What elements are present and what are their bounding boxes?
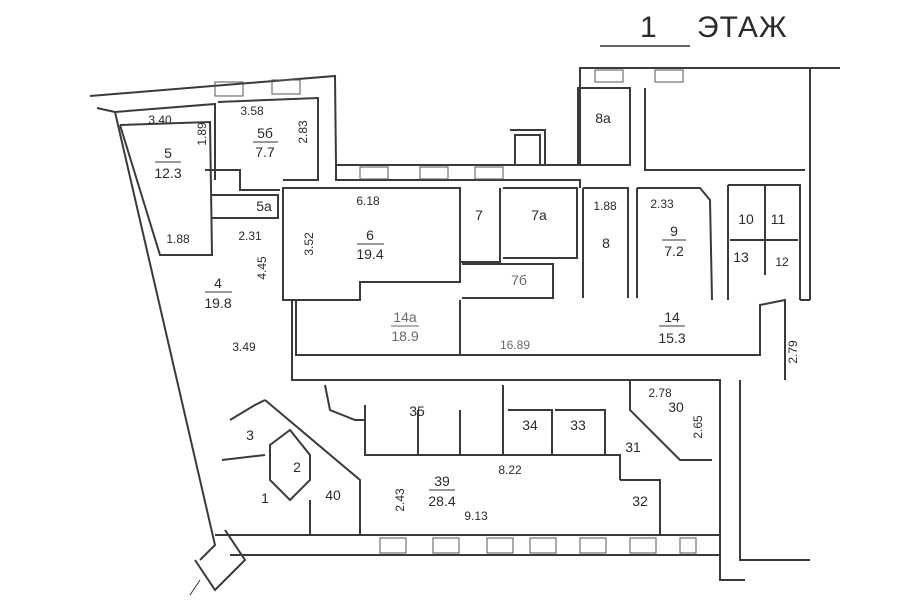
dimension-labels: 3.40 1.89 3.58 2.83 1.88 2.31 4.45 3.49 …	[148, 104, 800, 523]
room-id: 7а	[531, 207, 547, 223]
room-id: 10	[738, 211, 754, 227]
room-id: 33	[570, 417, 586, 433]
room-area: 19.4	[356, 246, 383, 262]
dimension: 4.45	[255, 256, 269, 280]
dimension: 2.78	[648, 386, 672, 400]
entrance-arrow-icon	[189, 579, 201, 596]
room-id: 31	[625, 439, 641, 455]
room-id: 5б	[257, 125, 273, 141]
room-area: 28.4	[428, 493, 455, 509]
room-id: 2	[293, 459, 301, 475]
room-id: 7	[475, 207, 483, 223]
room-id: 30	[668, 399, 684, 415]
dimension: 2.65	[691, 415, 705, 439]
floor-number: 1	[640, 11, 658, 44]
room-id: 13	[733, 249, 749, 265]
room-id: 6	[366, 227, 374, 243]
room-id: 7б	[511, 272, 527, 288]
floor-label: ЭТАЖ	[697, 11, 788, 44]
floor-title: 1 ЭТАЖ	[600, 11, 788, 47]
dimension: 16.89	[500, 338, 530, 352]
room-id: 34	[522, 417, 538, 433]
dimension: 1.88	[593, 199, 617, 213]
dimension: 3.58	[240, 104, 264, 118]
dimension: 9.13	[464, 509, 488, 523]
dimension: 1.89	[195, 122, 209, 146]
dimension: 3.40	[148, 113, 172, 127]
room-area: 12.3	[154, 165, 181, 181]
room-id: 32	[632, 493, 648, 509]
room-area: 19.8	[204, 295, 231, 311]
room-id: 14а	[393, 309, 417, 325]
room-id: 5а	[256, 198, 272, 214]
room-id: 39	[434, 473, 450, 489]
room-area: 7.7	[255, 144, 275, 160]
dimension: 2.83	[296, 120, 310, 144]
walls	[89, 67, 840, 592]
dimension: 2.31	[238, 229, 262, 243]
room-id: 4	[214, 275, 222, 291]
room-id: 3	[246, 427, 254, 443]
dimension: 1.88	[166, 232, 190, 246]
room-labels: 5 12.3 5б 7.7 5а 4 19.8 6 19.4 7 7а 7б 8…	[154, 110, 789, 509]
dimension: 2.43	[393, 488, 407, 512]
room-id: 14	[664, 309, 680, 325]
dimension: 3.52	[302, 232, 316, 256]
room-id: 8	[602, 235, 610, 251]
room-id: 1	[261, 490, 269, 506]
dimension: 2.33	[650, 197, 674, 211]
room-id: 11	[771, 211, 786, 227]
dimension: 2.79	[786, 340, 800, 364]
room-id: 40	[325, 487, 341, 503]
room-id: 35	[409, 403, 425, 419]
dimension: 6.18	[356, 194, 380, 208]
dimension: 8.22	[498, 463, 522, 477]
room-area: 7.2	[664, 243, 684, 259]
dimension: 3.49	[232, 340, 256, 354]
room-area: 15.3	[658, 330, 685, 346]
windows	[189, 69, 697, 596]
room-id: 12	[775, 255, 789, 269]
room-id: 8а	[595, 110, 611, 126]
room-id: 5	[164, 145, 172, 161]
room-area: 18.9	[391, 328, 418, 344]
room-id: 9	[670, 223, 678, 239]
